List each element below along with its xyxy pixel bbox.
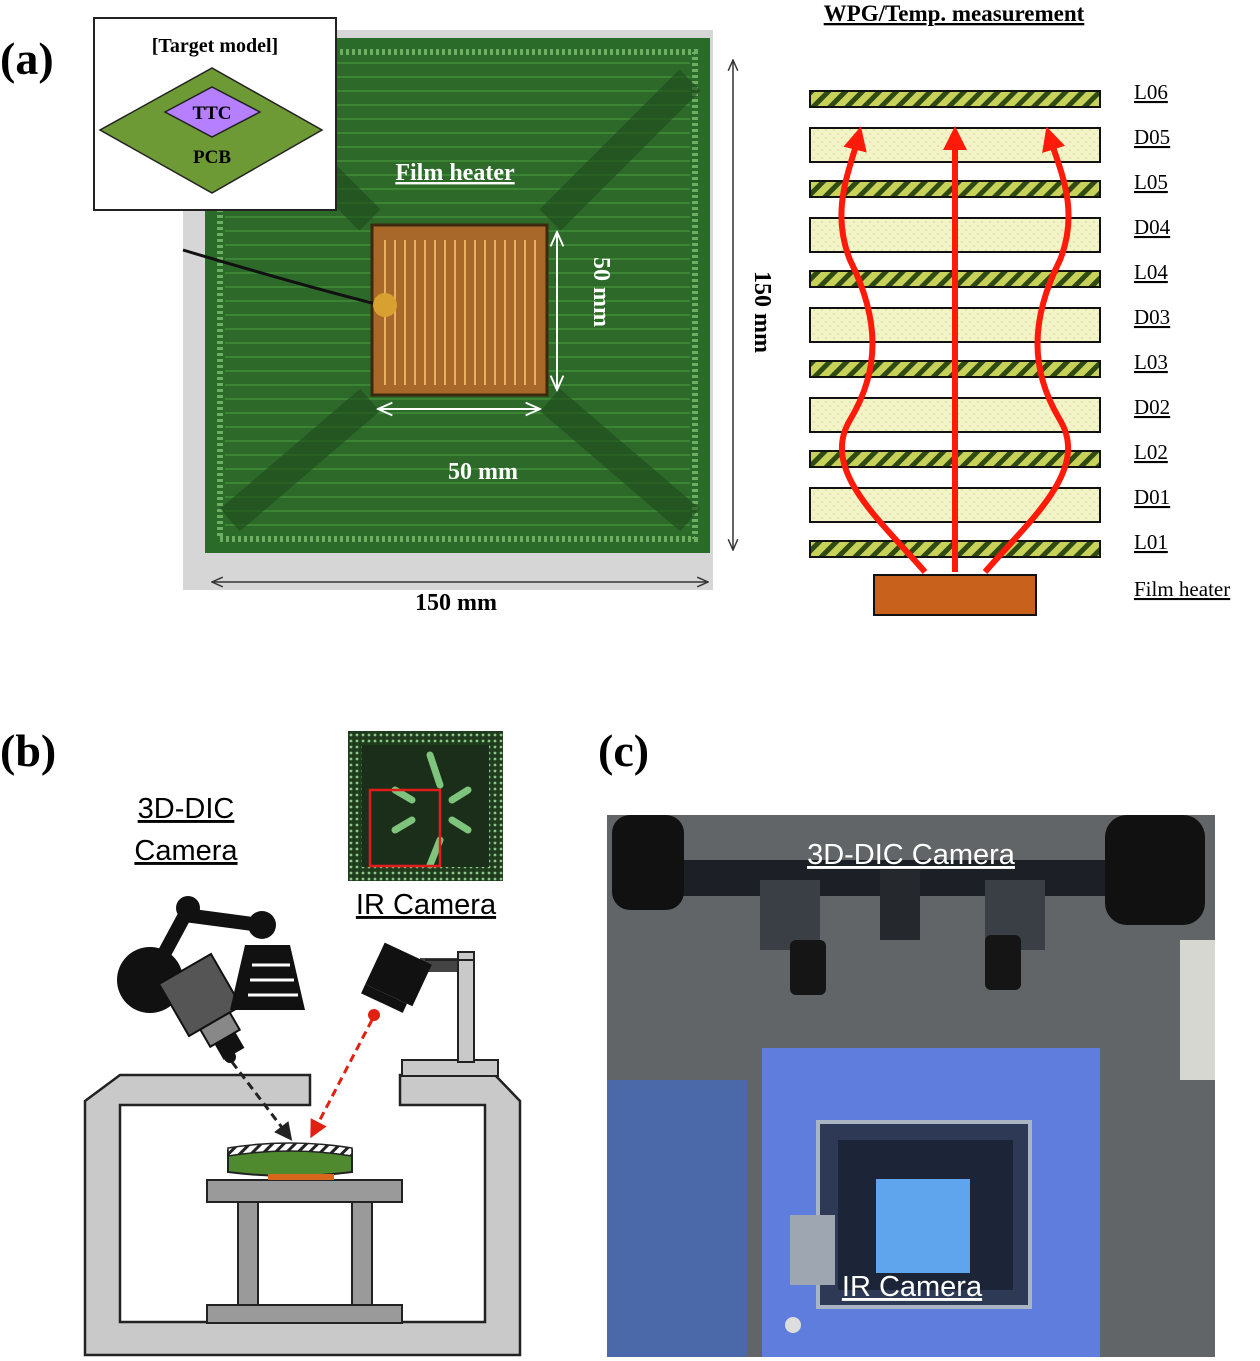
- heat-arrow-right: [982, 126, 1072, 574]
- dim-heater-horizontal-label: 50 mm: [448, 459, 518, 485]
- stack-label-l02: L02: [1134, 440, 1168, 464]
- stack-label-l04: L04: [1134, 260, 1168, 284]
- chamber-ledge: [401, 1059, 499, 1077]
- dic-lens-left: [790, 940, 826, 995]
- right-light: [1105, 815, 1205, 925]
- dic-camera: [157, 952, 245, 1060]
- stack-label-d01: D01: [1134, 485, 1170, 509]
- panel-a: Film heater 50 mm 50 mm 150 mm 150 mm [T…: [0, 17, 775, 616]
- test-chamber: [83, 1073, 522, 1357]
- stack-heater-label: Film heater: [1134, 577, 1230, 601]
- dic-cam-left: [760, 880, 820, 950]
- ttc-label: TTC: [192, 103, 231, 124]
- stack-label-d03: D03: [1134, 305, 1170, 329]
- dic-light-vents: [248, 963, 298, 997]
- target-model-title: [Target model]: [152, 35, 278, 57]
- panel-b-label: (b): [0, 725, 56, 776]
- pcb-label: PCB: [193, 147, 231, 168]
- stack-label-l06: L06: [1134, 80, 1168, 104]
- ir-hotspots: [391, 751, 472, 869]
- stack-label-d04: D04: [1134, 215, 1171, 239]
- ir-focus-dot: [368, 1009, 380, 1021]
- dic-label-line1: 3D-DIC: [138, 793, 235, 825]
- heater-label: Film heater: [395, 160, 515, 186]
- ir-camera-lens: [361, 984, 407, 1013]
- stack-label-l01: L01: [1134, 530, 1168, 554]
- sample-heater: [268, 1174, 334, 1180]
- dic-camera-lens-tip: [214, 1032, 245, 1060]
- dic-arm-pivot: [176, 896, 200, 920]
- stage-leg-right: [351, 1201, 373, 1311]
- stage-base: [206, 1304, 403, 1324]
- stackup-title: WPG/Temp. measurement: [824, 1, 1085, 26]
- dic-arm-pivot-2: [248, 911, 276, 939]
- panel-c: (c) 3D-DIC Camera IR Camera: [598, 725, 1215, 1357]
- thermocouple-tip: [373, 293, 397, 317]
- photo-side-shelf: [1180, 940, 1215, 1080]
- stack-label-d05: D05: [1134, 125, 1170, 149]
- stage-top: [206, 1179, 403, 1203]
- ir-label-b: IR Camera: [356, 889, 497, 921]
- dic-light: [230, 945, 305, 1010]
- ir-view-ray: [310, 1019, 374, 1139]
- sample-ttc: [227, 1142, 353, 1157]
- stack-label-l03: L03: [1134, 350, 1168, 374]
- ir-label-c: IR Camera: [842, 1271, 983, 1303]
- thermocouple-wire: [182, 248, 381, 307]
- photo-blue-spill: [607, 1080, 747, 1357]
- panel-a-label: (a): [0, 33, 54, 84]
- dic-label-c: 3D-DIC Camera: [807, 839, 1016, 871]
- stack-layer-l06: [809, 90, 1101, 108]
- ir-thumbnail-center: [362, 745, 489, 867]
- stack-film-heater: [873, 574, 1037, 616]
- ir-camera: [361, 942, 432, 1013]
- stage-leg-left: [237, 1201, 259, 1311]
- ir-mount-knob: [785, 1317, 801, 1333]
- panel-c-label: (c): [598, 725, 649, 776]
- left-light: [612, 815, 684, 910]
- dim-board-horizontal-label: 150 mm: [415, 590, 497, 616]
- dic-focus-dot: [224, 1051, 236, 1063]
- stack-label-d02: D02: [1134, 395, 1170, 419]
- heat-flow-arrows: [838, 126, 1072, 574]
- ttc-diamond: [163, 86, 262, 138]
- dim-board-vertical-label: 150 mm: [749, 271, 775, 353]
- ir-roi-box: [368, 788, 442, 868]
- ir-camera-body: [365, 942, 432, 1007]
- dim-heater-vertical-label: 50 mm: [588, 257, 614, 327]
- dic-view-ray: [230, 1061, 293, 1141]
- dic-label-line2: Camera: [134, 835, 238, 867]
- ir-mount-post: [457, 951, 475, 1063]
- pcb-pad-ring: [217, 49, 698, 542]
- dic-lens-right: [985, 935, 1021, 990]
- rig-center-mount: [880, 870, 920, 940]
- sample-in-chamber: [876, 1179, 970, 1273]
- heat-arrow-left: [838, 126, 928, 574]
- stack-label-l05: L05: [1134, 170, 1168, 194]
- film-heater: [370, 223, 549, 397]
- ir-camera-body-photo: [790, 1215, 835, 1285]
- panel-b: (b) 3D-DIC Camera IR Camera: [0, 725, 522, 1357]
- stackup-diagram: WPG/Temp. measurement L06D05L05D04L04D03…: [809, 1, 1230, 616]
